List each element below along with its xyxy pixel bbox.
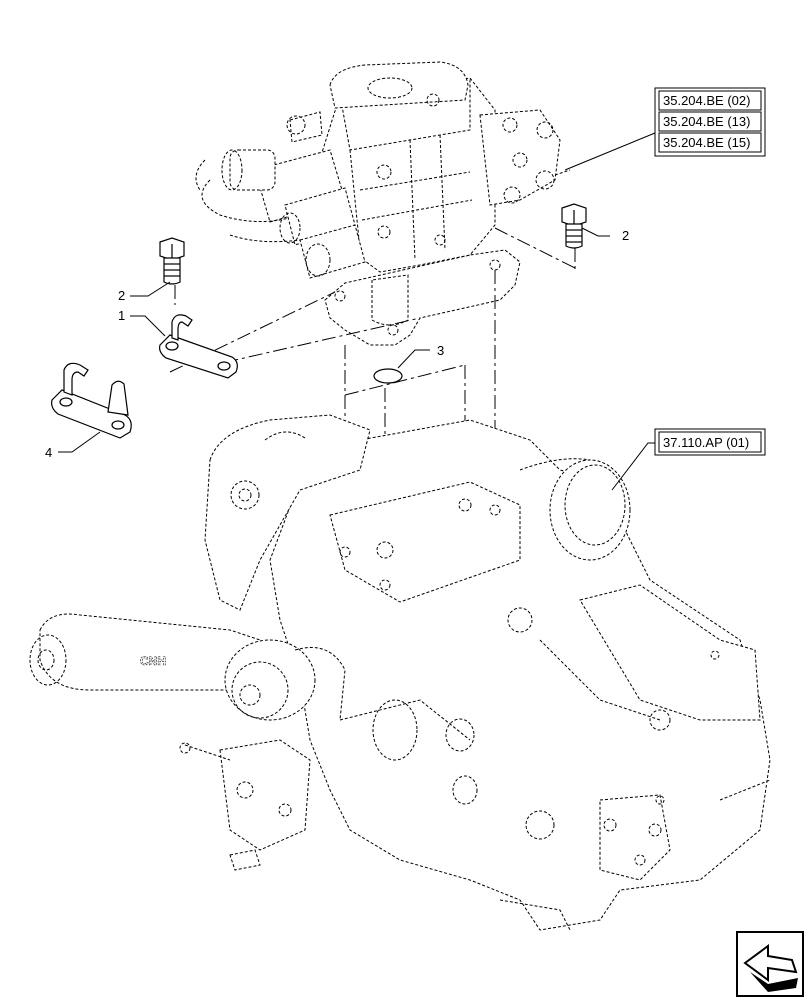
reference-label-valve-2[interactable]: 35.204.BE (13): [663, 114, 750, 129]
callout-part-1: 1: [118, 308, 125, 323]
reference-label-housing[interactable]: 37.110.AP (01): [663, 435, 749, 450]
valve-reference-group: 35.204.BE (02) 35.204.BE (13) 35.204.BE …: [654, 87, 766, 157]
o-ring-part-3: [373, 368, 403, 384]
reference-label-valve-1[interactable]: 35.204.BE (02): [663, 93, 750, 108]
bracket-part-1: [159, 314, 238, 379]
callout-part-2-right: 2: [622, 228, 629, 243]
callout-part-2-left: 2: [118, 288, 125, 303]
rear-housing: CNH: [29, 414, 771, 931]
housing-reference-group: 37.110.AP (01): [654, 428, 766, 456]
next-page-arrow-icon[interactable]: [736, 931, 804, 997]
valve-assembly: [195, 61, 571, 346]
callout-part-3: 3: [437, 343, 444, 358]
callout-part-4: 4: [45, 445, 52, 460]
bolt-left: [159, 237, 185, 285]
reference-label-valve-3[interactable]: 35.204.BE (15): [663, 135, 750, 150]
housing-logo: CNH: [140, 654, 166, 668]
bracket-part-4: [51, 362, 132, 439]
bolt-right: [561, 203, 587, 249]
